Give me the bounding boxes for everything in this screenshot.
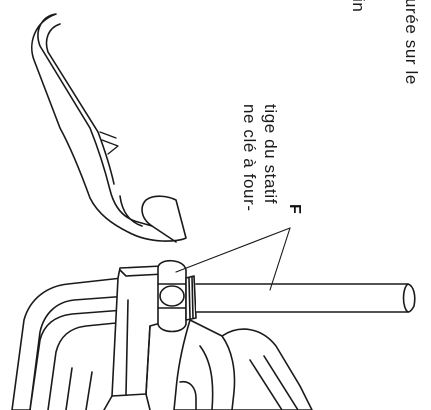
bracket-body [11,277,129,410]
lower-bracket [173,319,313,410]
instruction-text-line: urée sur le [402,0,421,85]
wrench-size-marking [99,131,119,155]
threaded-collar [185,275,197,321]
instruction-text-line: tige du statif [261,104,280,205]
instruction-text-line: in [349,0,368,13]
clamp-block [103,265,169,410]
callout-leaders [175,227,291,291]
instruction-text-line: ne clé à four- [240,104,259,212]
hex-nut [157,259,187,333]
callout-label-f: F [286,204,303,214]
stand-rod [195,283,416,313]
wrench [31,13,187,243]
